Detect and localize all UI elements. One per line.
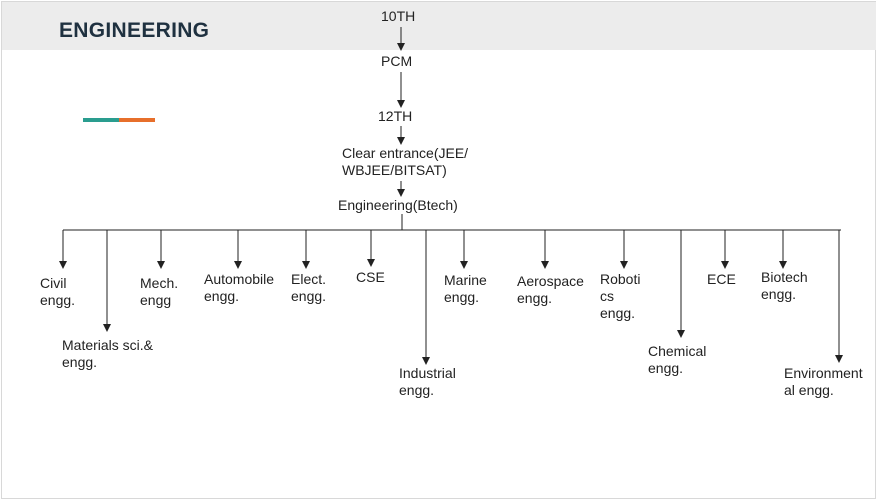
header-band — [2, 2, 876, 50]
accent-bar-teal — [83, 118, 119, 122]
branch-environmental: Environment al engg. — [784, 365, 863, 398]
node-12th: 12TH — [378, 108, 413, 124]
node-10th: 10TH — [381, 8, 416, 24]
accent-bar-orange — [119, 118, 155, 122]
branch-ece: ECE — [707, 271, 736, 287]
node-entrance-exam: Clear entrance(JEE/ WBJEE/BITSAT) — [342, 145, 469, 178]
branch-elect: Elect. engg. — [291, 271, 327, 304]
branch-cse: CSE — [356, 269, 385, 285]
node-pcm: PCM — [381, 53, 413, 69]
branch-automobile: Automobile engg. — [204, 271, 275, 304]
branch-industrial: Industrial engg. — [399, 365, 456, 398]
branch-biotech: Biotech engg. — [761, 269, 808, 302]
branch-civil: Civil engg. — [40, 275, 76, 308]
branch-chemical: Chemical engg. — [648, 343, 707, 376]
branch-robotics: Roboti cs engg. — [600, 271, 641, 321]
node-engineering-btech: Engineering(Btech) — [338, 197, 458, 213]
branch-marine: Marine engg. — [444, 272, 487, 305]
page-title: ENGINEERING — [59, 19, 210, 42]
branch-aerospace: Aerospace engg. — [517, 273, 584, 306]
branch-mech: Mech. engg — [140, 275, 179, 308]
branch-materials: Materials sci.& engg. — [62, 337, 154, 370]
